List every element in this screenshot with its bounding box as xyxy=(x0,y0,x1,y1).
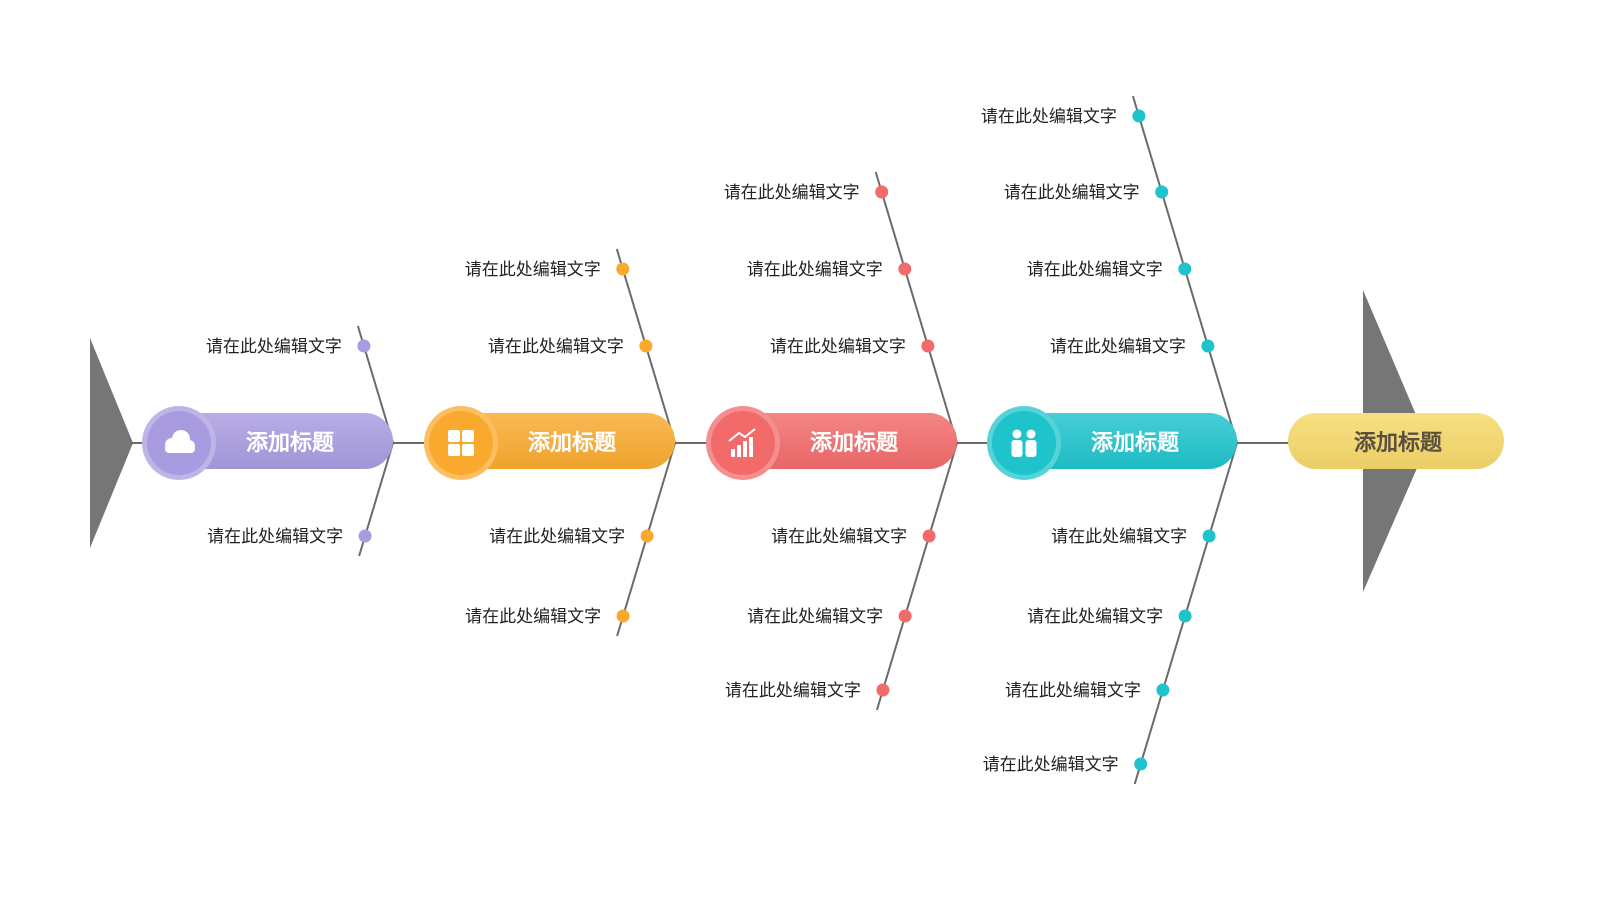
cause-dot xyxy=(357,339,371,353)
category-title: 添加标题 xyxy=(528,430,617,456)
user-body xyxy=(1025,440,1037,457)
cause-text: 请在此处编辑文字 xyxy=(1051,527,1187,547)
user-head xyxy=(1012,429,1022,439)
grid-cell xyxy=(462,444,474,456)
category-title: 添加标题 xyxy=(1091,430,1180,456)
cause-dot xyxy=(1156,683,1170,697)
category-pill xyxy=(424,406,675,480)
cause-text: 请在此处编辑文字 xyxy=(1004,183,1140,203)
cause-dot xyxy=(616,262,630,276)
bone-upper xyxy=(874,171,958,444)
cause-dot xyxy=(922,529,936,543)
chart-bar xyxy=(749,437,753,457)
chart-trend xyxy=(728,428,756,442)
cause-text: 请在此处编辑文字 xyxy=(770,337,906,357)
cause-dot xyxy=(1134,757,1148,771)
head-title: 添加标题 xyxy=(1354,430,1443,456)
cause-dot xyxy=(1202,529,1216,543)
icon-badge xyxy=(992,411,1056,475)
cause-text: 请在此处编辑文字 xyxy=(465,607,601,627)
cause-text: 请在此处编辑文字 xyxy=(207,527,343,547)
category-pill xyxy=(987,406,1237,480)
user-body xyxy=(1011,440,1023,457)
category-title: 添加标题 xyxy=(246,430,335,456)
cause-dot xyxy=(898,609,912,623)
cause-text: 请在此处编辑文字 xyxy=(725,681,861,701)
cause-text: 请在此处编辑文字 xyxy=(771,527,907,547)
category-pill xyxy=(706,406,957,480)
cause-dot xyxy=(616,609,630,623)
cause-text: 请在此处编辑文字 xyxy=(488,337,624,357)
user-head xyxy=(1026,429,1036,439)
cause-text: 请在此处编辑文字 xyxy=(489,527,625,547)
cause-text: 请在此处编辑文字 xyxy=(747,260,883,280)
grid-icon xyxy=(448,430,474,456)
cause-dot xyxy=(1178,262,1192,276)
cause-text: 请在此处编辑文字 xyxy=(1027,260,1163,280)
cause-text: 请在此处编辑文字 xyxy=(747,607,883,627)
cause-dot xyxy=(639,339,653,353)
grid-cell xyxy=(448,430,460,442)
category-title: 添加标题 xyxy=(810,430,899,456)
cause-dot xyxy=(358,529,372,543)
cause-dot xyxy=(898,262,912,276)
cause-dot xyxy=(1155,185,1169,199)
cause-text: 请在此处编辑文字 xyxy=(981,107,1117,127)
cause-text: 请在此处编辑文字 xyxy=(206,337,342,357)
cause-dot xyxy=(921,339,935,353)
cloud-icon xyxy=(165,430,195,453)
tail-triangle xyxy=(90,338,133,548)
cause-dot xyxy=(875,185,889,199)
chart-bar xyxy=(743,441,747,457)
cloud-part xyxy=(165,445,195,453)
cause-text: 请在此处编辑文字 xyxy=(1027,607,1163,627)
cause-text: 请在此处编辑文字 xyxy=(1050,337,1186,357)
head-pill xyxy=(1288,413,1504,469)
cause-text: 请在此处编辑文字 xyxy=(465,260,601,280)
icon-badge xyxy=(429,411,493,475)
grid-cell xyxy=(448,444,460,456)
chart-bar xyxy=(731,449,735,457)
chart-bar xyxy=(737,445,741,457)
cause-text: 请在此处编辑文字 xyxy=(983,755,1119,775)
cause-dot xyxy=(1201,339,1215,353)
cause-dot xyxy=(876,683,890,697)
grid-cell xyxy=(462,430,474,442)
cause-text: 请在此处编辑文字 xyxy=(1005,681,1141,701)
category-pill xyxy=(142,406,393,480)
cause-dot xyxy=(1132,109,1146,123)
bone-lower xyxy=(875,442,958,711)
bar-chart-icon xyxy=(728,428,756,457)
cause-dot xyxy=(640,529,654,543)
cause-dot xyxy=(1178,609,1192,623)
cause-text: 请在此处编辑文字 xyxy=(724,183,860,203)
users-icon xyxy=(1011,429,1037,457)
